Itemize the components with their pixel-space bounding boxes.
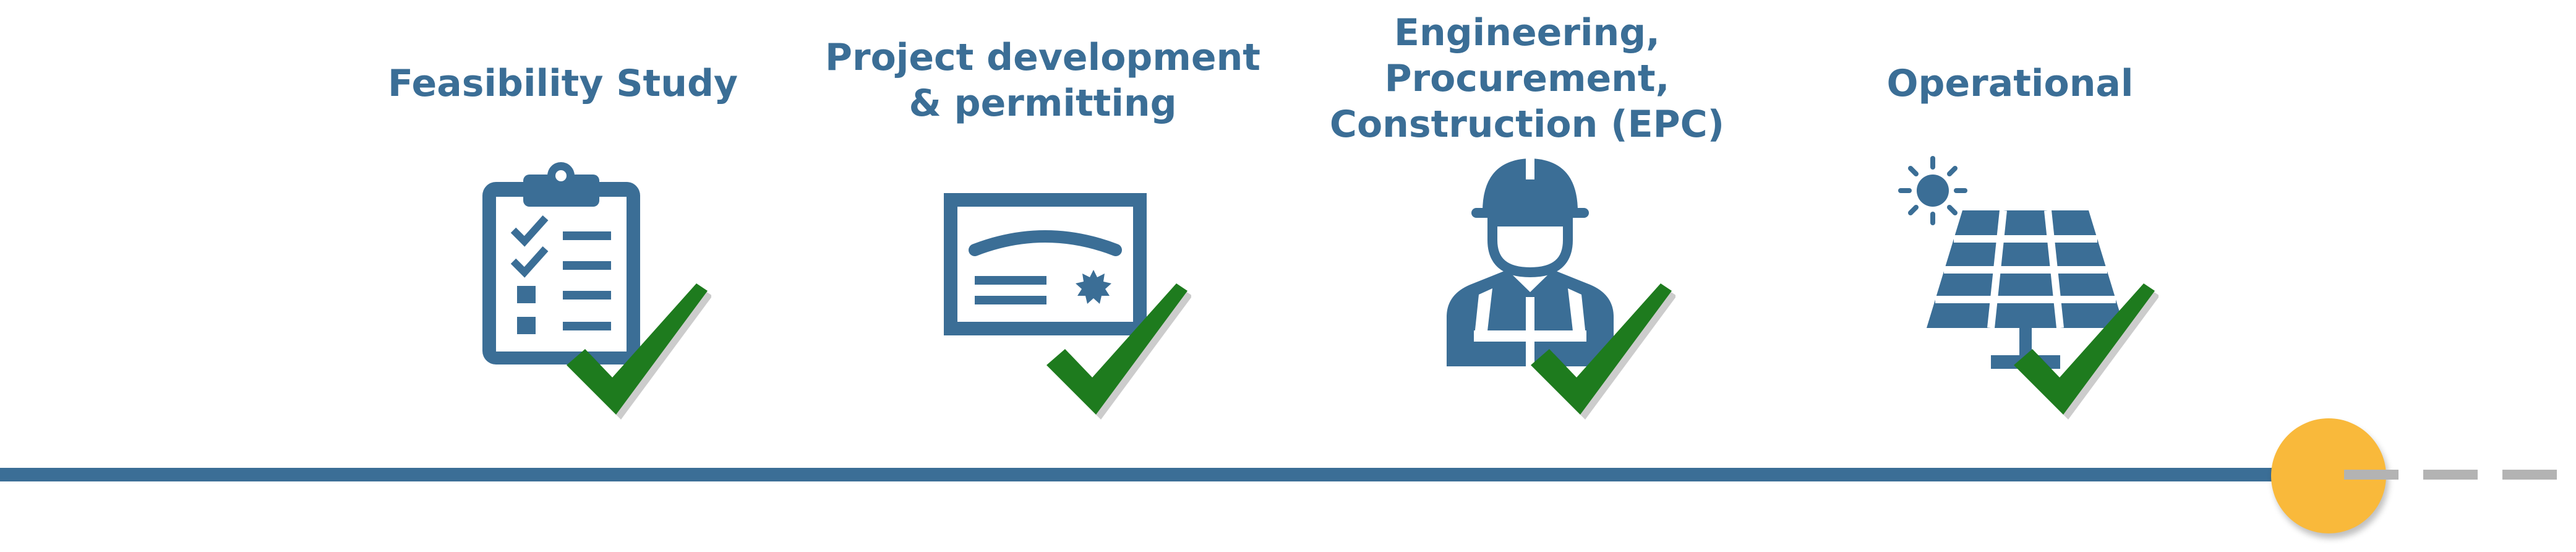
completed-check-icon — [1531, 283, 1675, 420]
certificate-icon — [944, 193, 1147, 335]
stage-title: Operational — [1886, 62, 2134, 105]
sun-icon — [1898, 156, 1967, 225]
stage-feasibility-study: Feasibility Study — [328, 0, 798, 552]
timeline-future-dashes — [2344, 470, 2576, 480]
completed-check-icon — [1046, 283, 1191, 420]
stage-operational: Operational — [1775, 0, 2245, 552]
stage-title: Feasibility Study — [387, 62, 738, 105]
construction-worker-icon — [1447, 155, 1614, 366]
stage-epc: Engineering, Procurement, Construction (… — [1292, 0, 1762, 552]
stage-project-development: Project development & permitting — [808, 0, 1278, 552]
stage-title: Engineering, Procurement, Construction (… — [1329, 11, 1725, 146]
timeline-line — [0, 468, 2291, 481]
completed-check-icon — [2014, 283, 2159, 420]
completed-check-icon — [567, 283, 711, 420]
stage-title: Project development & permitting — [825, 36, 1260, 125]
clipboard-checklist-icon — [482, 162, 640, 364]
